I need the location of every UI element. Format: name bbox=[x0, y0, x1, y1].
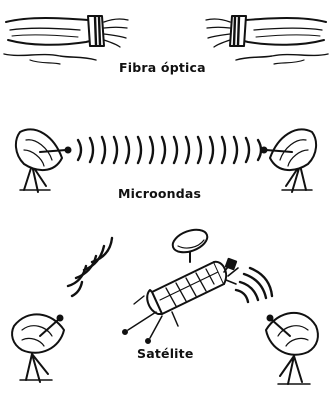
downlink-signal-waves bbox=[236, 268, 272, 302]
fiber-cable-right-illustration bbox=[206, 16, 328, 64]
microwave-label: Microondas bbox=[118, 186, 201, 201]
fiber-cable-left-illustration bbox=[4, 16, 128, 64]
dish-antenna-right-icon bbox=[262, 130, 317, 192]
satellite-label: Satélite bbox=[137, 346, 194, 361]
ground-dish-left-icon bbox=[12, 314, 64, 382]
microwave-signal-waves bbox=[78, 137, 261, 163]
satellite-icon bbox=[123, 225, 238, 343]
ground-dish-right-icon bbox=[266, 313, 318, 384]
dish-antenna-left-icon bbox=[16, 130, 71, 192]
fiber-optic-label: Fibra óptica bbox=[119, 60, 206, 75]
uplink-signal-waves bbox=[68, 238, 112, 296]
